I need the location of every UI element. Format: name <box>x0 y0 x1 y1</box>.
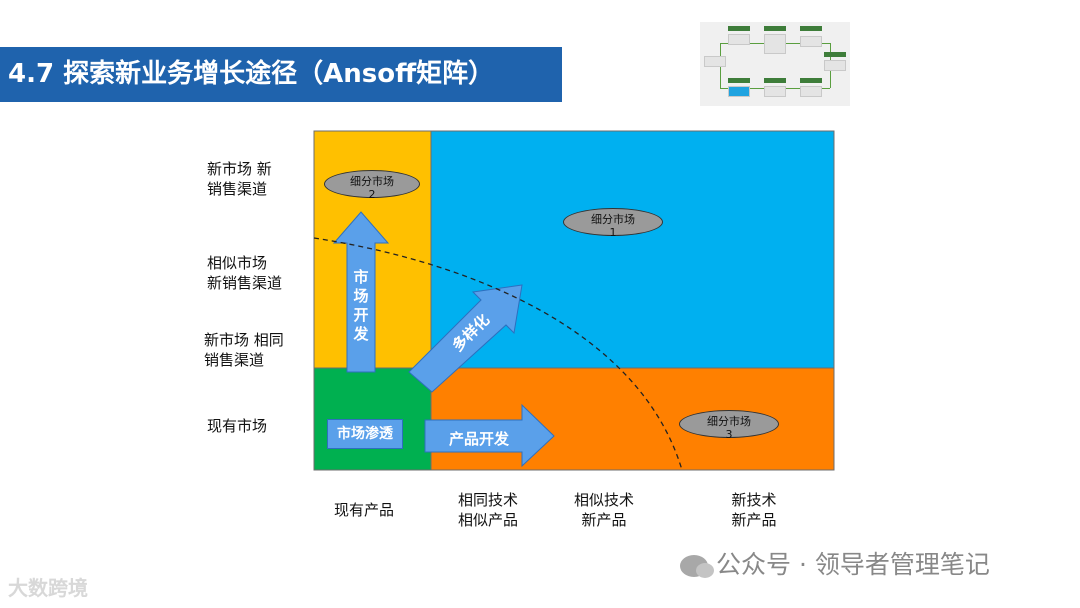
y-label-existing-market: 现有市场 <box>207 417 268 435</box>
market-penetration-box: 市场渗透 <box>327 419 403 449</box>
x-label-similar-tech-new-product: 相似技术 新产品 <box>573 491 634 529</box>
slide-thumbnail <box>700 22 850 106</box>
page-title: 4.7 探索新业务增长途径（Ansoff矩阵） <box>0 47 562 102</box>
market-development-label: 市场开发 <box>353 268 369 343</box>
quadrant-diversification <box>431 131 834 368</box>
x-label-existing-product: 现有产品 <box>333 501 394 519</box>
y-label-similar-market-new-channel: 相似市场 新销售渠道 <box>207 254 283 292</box>
y-label-new-market-new-channel: 新市场 新 销售渠道 <box>207 160 272 198</box>
watermark: 大数跨境 <box>8 576 88 600</box>
footer-account: 公众号 · 领导者管理笔记 <box>680 548 990 582</box>
wechat-icon <box>680 555 714 578</box>
x-label-same-tech-similar-product: 相同技术 相似产品 <box>457 491 518 529</box>
y-label-new-market-same-channel: 新市场 相同 销售渠道 <box>204 331 284 369</box>
segment-3-ellipse: 细分市场 3 <box>679 410 779 441</box>
segment-2-ellipse: 细分市场 2 <box>324 170 420 201</box>
product-development-label: 产品开发 <box>449 430 510 448</box>
footer-text: 公众号 · 领导者管理笔记 <box>716 550 990 579</box>
x-label-new-tech-new-product: 新技术 新产品 <box>731 491 777 529</box>
segment-1-ellipse: 细分市场 1 <box>563 208 663 239</box>
quadrant-market-development <box>314 131 431 368</box>
